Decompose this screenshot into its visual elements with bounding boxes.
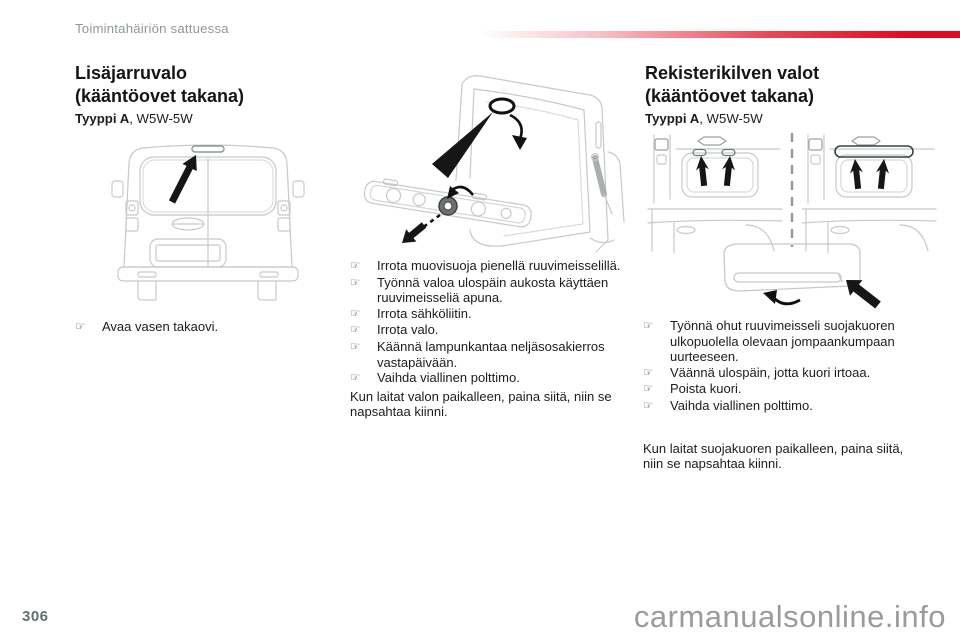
step-item: ☞ Väännä ulospäin, jotta kuori irtoaa. [643, 365, 935, 382]
right-tail-lamp [277, 200, 291, 216]
step-text: Vaihda viallinen polttimo. [377, 370, 520, 386]
van-body-outline [123, 144, 293, 268]
third-brake-light [191, 145, 225, 153]
bulb-removal-arrow [402, 222, 427, 243]
pointing-hand-icon: ☞ [350, 372, 361, 385]
bulb-type-right: Tyyppi A, W5W-5W [645, 111, 763, 126]
step-item: ☞ Irrota sähköliitin. [350, 306, 628, 323]
bulb-type-label: Tyyppi A [645, 111, 700, 126]
pry-direction-arrow [509, 113, 523, 140]
right-wheel [257, 280, 277, 301]
step-text: Irrota muovisuoja pienellä ruuvimeisseli… [377, 258, 621, 273]
plastic-cover-grommet [488, 97, 516, 115]
step-item: ☞ Irrota muovisuoja pienellä ruuvimeissel… [350, 258, 628, 275]
step-text: Irrota valo. [377, 322, 439, 338]
step-item: ☞ Työnnä ohut ruuvimeisseli suojakuoren u… [643, 318, 935, 365]
header-accent-bar [478, 31, 960, 38]
section-title-brake-light: Lisäjarruvalo (kääntöovet takana) [75, 62, 325, 108]
variant-a-panel [647, 134, 783, 254]
watermark-text: carmanualsonline.info [633, 599, 946, 634]
clip-arrow-left [694, 155, 711, 187]
door-frame-outer [461, 75, 609, 253]
middle-step-list: ☞ Irrota muovisuoja pienellä ruuvimeissel… [350, 258, 628, 387]
step-item: ☞ Vaihda viallinen polttimo. [643, 398, 935, 415]
step-item: ☞ Käännä lampunkantaa neljäsosakierros va… [350, 339, 628, 370]
left-step-list: ☞ Avaa vasen takaovi. [75, 319, 315, 336]
bulb-type-left: Tyyppi A, W5W-5W [75, 111, 193, 126]
arrow-to-brake-light [168, 155, 197, 204]
step-text: Väännä ulospäin, jotta kuori irtoaa. [670, 364, 871, 380]
lamp-cover-strip [834, 145, 914, 158]
pointing-hand-icon: ☞ [643, 383, 654, 396]
screwdriver-wedge-arrow [432, 112, 493, 178]
brake-light-removal-illustration [363, 75, 625, 253]
right-mirror [292, 180, 305, 198]
clip-arrow-left [848, 158, 865, 190]
pointing-hand-icon: ☞ [643, 366, 654, 379]
title-line: (kääntöovet takana) [75, 86, 245, 106]
van-rear-illustration [111, 144, 305, 301]
left-tail-lamp [125, 200, 139, 216]
bulb-type-value: , W5W-5W [129, 111, 193, 126]
pry-out-arrow [771, 296, 801, 306]
step-item: ☞ Avaa vasen takaovi. [75, 319, 315, 336]
clip-arrow-right [720, 155, 737, 187]
step-text: Käännä lampunkantaa neljäsosakierros vas… [377, 338, 605, 370]
step-text: Poista kuori. [670, 381, 742, 397]
chapter-header: Toimintahäiriön sattuessa [75, 21, 229, 36]
door-frame-inner [469, 88, 591, 247]
pointing-hand-icon: ☞ [350, 307, 361, 320]
title-line: (kääntöovet takana) [645, 86, 815, 106]
step-text: Työnnä ohut ruuvimeisseli suojakuoren ul… [670, 318, 895, 365]
step-item: ☞ Vaihda viallinen polttimo. [350, 370, 628, 387]
title-line: Rekisterikilven valot [645, 63, 820, 83]
bumper [117, 266, 299, 282]
bulb-type-label: Tyyppi A [75, 111, 130, 126]
step-text: Työnnä valoa ulospäin aukosta käyttäen r… [377, 274, 609, 306]
step-item: ☞ Irrota valo. [350, 322, 628, 339]
left-mirror [111, 180, 124, 198]
door-edge [607, 151, 625, 223]
pointing-hand-icon: ☞ [350, 276, 361, 289]
section-title-plate-lights: Rekisterikilven valot (kääntöovet takana… [645, 62, 935, 108]
step-text: Vaihda viallinen polttimo. [670, 397, 813, 413]
clip-arrow-right [874, 158, 891, 190]
pointing-hand-icon: ☞ [643, 399, 654, 412]
step-text: Irrota sähköliitin. [377, 305, 472, 321]
variant-b-panel [801, 134, 937, 254]
middle-instructions: ☞ Irrota muovisuoja pienellä ruuvimeissel… [350, 258, 628, 420]
left-wheel [137, 280, 157, 301]
plate-lamp-cover-illustration [647, 133, 937, 309]
quarter-turn-arrow [451, 185, 475, 196]
step-item: ☞ Poista kuori. [643, 381, 935, 398]
pointing-hand-icon: ☞ [350, 340, 361, 353]
screwdriver-insert-arrow [846, 280, 881, 309]
refit-note: Kun laitat valon paikalleen, paina siitä… [350, 388, 612, 420]
page-number: 306 [22, 608, 49, 625]
pointing-hand-icon: ☞ [643, 320, 654, 332]
step-item: ☞ Työnnä valoa ulospäin aukosta käyttäen … [350, 275, 628, 306]
right-instructions: ☞ Työnnä ohut ruuvimeisseli suojakuoren u… [643, 318, 935, 472]
bulb-type-value: , W5W-5W [699, 111, 763, 126]
cover-closeup [723, 243, 861, 292]
bulb-pull-dashes [421, 213, 441, 230]
licence-plate-recess [149, 238, 227, 268]
right-step-list: ☞ Työnnä ohut ruuvimeisseli suojakuoren u… [643, 318, 935, 415]
pointing-hand-icon: ☞ [75, 321, 86, 333]
pointing-hand-icon: ☞ [350, 260, 361, 272]
title-line: Lisäjarruvalo [75, 63, 188, 83]
refit-note: Kun laitat suojakuoren paikalleen, paina… [643, 440, 904, 472]
pointing-hand-icon: ☞ [350, 324, 361, 337]
step-text: Avaa vasen takaovi. [102, 319, 219, 334]
gas-strut [603, 193, 613, 215]
